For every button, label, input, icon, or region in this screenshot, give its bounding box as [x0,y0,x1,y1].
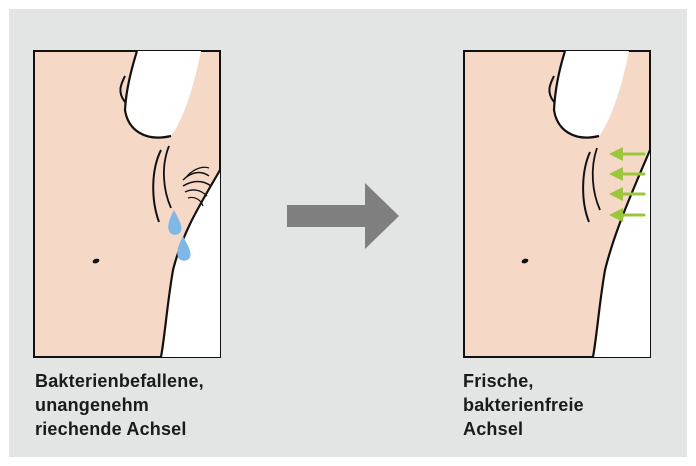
armpit-before-illustration [33,50,221,358]
right-arrow-icon [287,183,399,254]
diagram-canvas: Bakterienbefallene, unangenehm riechende… [9,9,687,457]
caption-after: Frische, bakterienfreie Achsel [463,369,683,441]
armpit-after-illustration [463,50,651,358]
caption-before: Bakterienbefallene, unangenehm riechende… [35,369,295,441]
